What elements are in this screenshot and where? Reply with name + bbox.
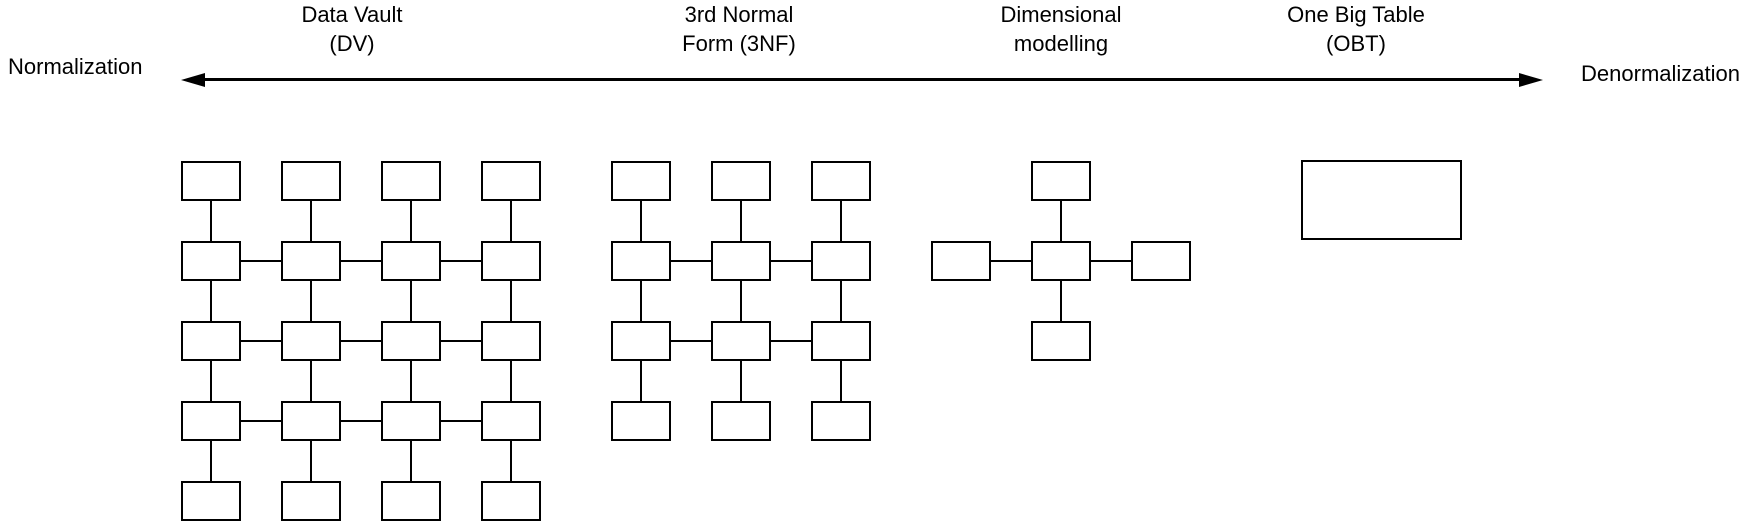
connector-line (410, 441, 412, 481)
connector-line (840, 281, 842, 321)
arrow-right-head-icon (1519, 73, 1543, 87)
schema-box (811, 161, 871, 201)
connector-line (410, 361, 412, 401)
schema-box (481, 481, 541, 521)
connector-line (210, 441, 212, 481)
label-line: Dimensional (1000, 2, 1122, 27)
connector-line (441, 260, 481, 262)
connector-line (510, 441, 512, 481)
schema-box (1031, 161, 1091, 201)
connector-line (640, 361, 642, 401)
schema-box (481, 401, 541, 441)
schema-box (711, 241, 771, 281)
schema-box (181, 401, 241, 441)
label-line: (OBT) (1326, 31, 1386, 56)
schema-box (181, 241, 241, 281)
schema-box (381, 481, 441, 521)
schema-box (711, 321, 771, 361)
schema-box (931, 241, 991, 281)
label-line: Data Vault (301, 2, 403, 27)
connector-line (991, 260, 1031, 262)
connector-line (341, 340, 381, 342)
connector-line (310, 441, 312, 481)
connector-line (341, 260, 381, 262)
label-line: One Big Table (1287, 2, 1425, 27)
connector-line (441, 420, 481, 422)
connector-line (510, 201, 512, 241)
schema-box (181, 481, 241, 521)
schema-box (611, 401, 671, 441)
connector-line (241, 420, 281, 422)
schema-box (381, 241, 441, 281)
connector-line (310, 281, 312, 321)
schema-box (481, 161, 541, 201)
denormalization-label: Denormalization (1581, 61, 1740, 86)
schema-box (711, 401, 771, 441)
connector-line (740, 201, 742, 241)
connector-line (310, 201, 312, 241)
schema-box (481, 241, 541, 281)
label-line: 3rd Normal (684, 2, 794, 27)
schema-box (611, 161, 671, 201)
schema-box (1031, 241, 1091, 281)
connector-line (740, 281, 742, 321)
connector-line (671, 340, 711, 342)
schema-box (381, 321, 441, 361)
connector-line (410, 281, 412, 321)
label-line: modelling (1013, 31, 1109, 56)
connector-line (1060, 281, 1062, 321)
schema-box (811, 321, 871, 361)
connector-line (410, 201, 412, 241)
schema-box (281, 241, 341, 281)
label-one-big-table: One Big Table (OBT) (1236, 0, 1476, 58)
label-dimensional-modelling: Dimensional modelling (941, 0, 1181, 58)
label-data-vault: Data Vault (DV) (232, 0, 472, 58)
schema-box (181, 321, 241, 361)
schema-box (281, 161, 341, 201)
schema-box (811, 401, 871, 441)
connector-line (640, 281, 642, 321)
connector-line (1091, 260, 1131, 262)
arrow-left-head-icon (181, 73, 205, 87)
schema-box (1031, 321, 1091, 361)
connector-line (840, 361, 842, 401)
schema-box (381, 401, 441, 441)
connector-line (310, 361, 312, 401)
connector-line (210, 201, 212, 241)
schema-box (611, 321, 671, 361)
schema-box (281, 401, 341, 441)
schema-box (811, 241, 871, 281)
connector-line (341, 420, 381, 422)
connector-line (510, 281, 512, 321)
label-line: Form (3NF) (682, 31, 796, 56)
schema-box (281, 321, 341, 361)
schema-box (1301, 160, 1462, 240)
schema-box (281, 481, 341, 521)
connector-line (640, 201, 642, 241)
connector-line (441, 340, 481, 342)
connector-line (241, 340, 281, 342)
schema-box (481, 321, 541, 361)
normalization-label: Normalization (8, 54, 143, 79)
connector-line (840, 201, 842, 241)
connector-line (671, 260, 711, 262)
label-line: (DV) (329, 31, 375, 56)
connector-line (241, 260, 281, 262)
connector-line (771, 260, 811, 262)
schema-box (181, 161, 241, 201)
schema-box (1131, 241, 1191, 281)
schema-box (611, 241, 671, 281)
connector-line (740, 361, 742, 401)
schema-box (381, 161, 441, 201)
connector-line (510, 361, 512, 401)
connector-line (210, 281, 212, 321)
connector-line (1060, 201, 1062, 241)
connector-line (771, 340, 811, 342)
spectrum-arrow-line (199, 78, 1525, 81)
connector-line (210, 361, 212, 401)
schema-box (711, 161, 771, 201)
